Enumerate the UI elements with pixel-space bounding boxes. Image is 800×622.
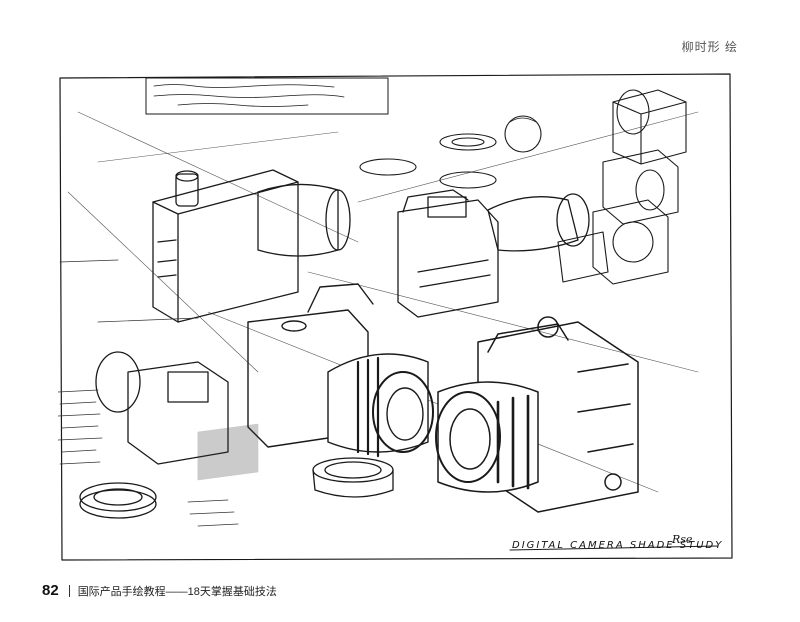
form-studies-sketch xyxy=(359,89,687,285)
page-number: 82 xyxy=(42,582,59,599)
handwritten-notes xyxy=(58,259,239,527)
annotation-note-box xyxy=(145,77,389,115)
camera-dslr-sketch-center xyxy=(247,283,434,458)
sketch-caption: DIGITAL CAMERA SHADE STUDY xyxy=(512,540,724,551)
camera-box-sketch xyxy=(152,169,351,323)
book-title: 国际产品手绘教程——18天掌握基础技法 xyxy=(77,585,277,598)
footer-divider xyxy=(68,584,70,597)
page-footer: 82 国际产品手绘教程——18天掌握基础技法 xyxy=(42,582,277,599)
author-credit: 柳时形 绘 xyxy=(681,40,738,54)
lens-cap-sketches xyxy=(79,457,394,519)
camera-rear-sketch-left xyxy=(95,351,259,481)
camera-dslr-sketch-bottom xyxy=(435,316,639,513)
camera-dslr-sketch-top xyxy=(397,189,590,318)
artist-signature: Rse xyxy=(672,533,693,546)
camera-sketch-illustration xyxy=(58,72,733,562)
